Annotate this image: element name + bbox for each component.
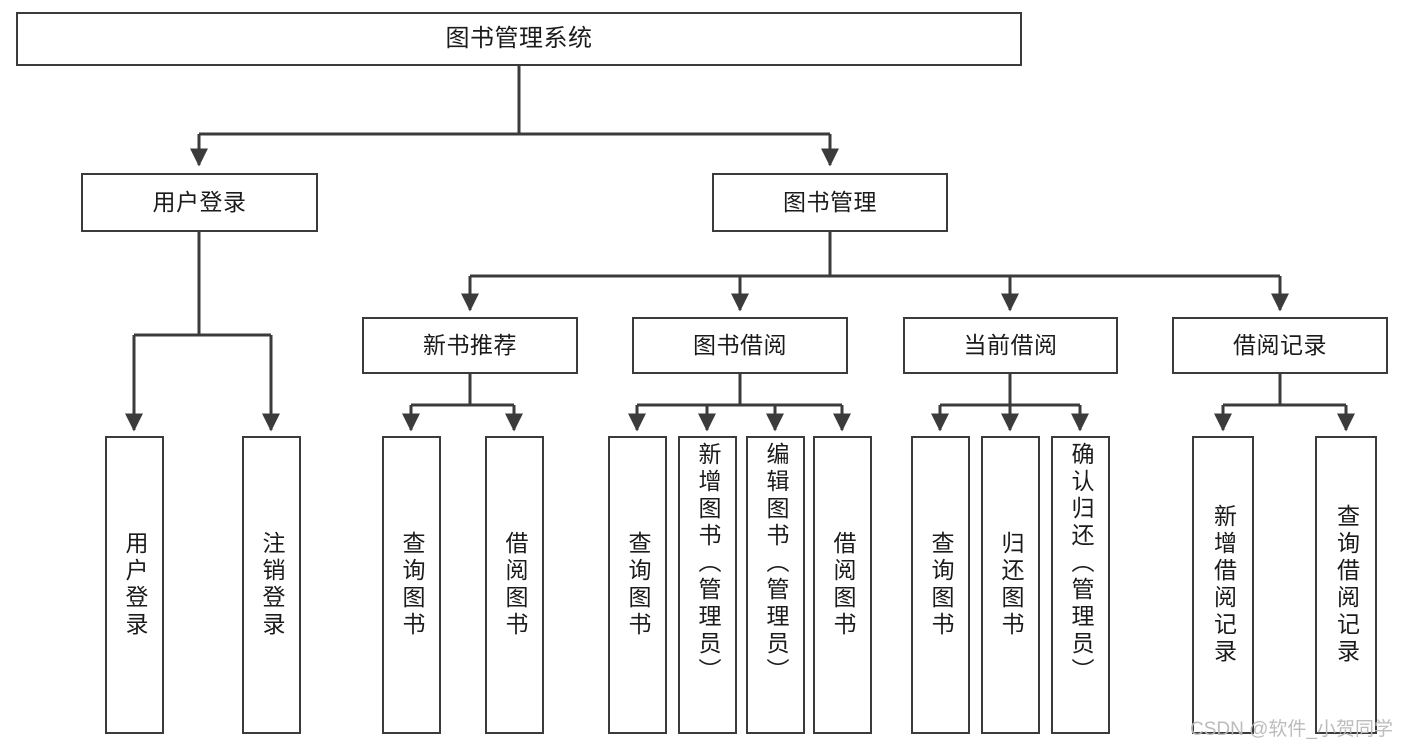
node-leaf-return-book-label: 归还图书 (998, 531, 1024, 639)
node-leaf-query-book-3[interactable]: 查询图书 (911, 436, 970, 734)
node-book-borrow[interactable]: 图书借阅 (632, 317, 848, 374)
node-leaf-borrow-book-1[interactable]: 借阅图书 (485, 436, 544, 734)
node-leaf-borrow-book-2[interactable]: 借阅图书 (813, 436, 872, 734)
node-new-book-recommend-label: 新书推荐 (423, 331, 517, 358)
node-root[interactable]: 图书管理系统 (16, 12, 1022, 66)
node-current-borrow-label: 当前借阅 (963, 331, 1058, 358)
node-book-management[interactable]: 图书管理 (712, 173, 948, 232)
node-leaf-query-book-1-label: 查询图书 (399, 531, 425, 639)
node-user-login-label: 用户登录 (152, 188, 247, 215)
node-book-management-label: 图书管理 (783, 188, 877, 215)
node-leaf-query-record-label: 查询借阅记录 (1333, 504, 1360, 666)
node-leaf-confirm-return-label: 确认归还（管理员） (1068, 442, 1094, 685)
node-leaf-logout-login[interactable]: 注销登录 (242, 436, 301, 734)
node-leaf-add-book-label: 新增图书（管理员） (695, 442, 721, 685)
node-leaf-borrow-book-1-label: 借阅图书 (502, 531, 528, 639)
node-leaf-query-book-1[interactable]: 查询图书 (382, 436, 441, 734)
node-leaf-edit-book[interactable]: 编辑图书（管理员） (746, 436, 805, 734)
watermark-label: CSDN @软件_小贺同学 (1190, 719, 1393, 740)
node-borrow-record[interactable]: 借阅记录 (1172, 317, 1388, 374)
node-leaf-edit-book-label: 编辑图书（管理员） (763, 442, 789, 685)
node-leaf-query-book-2[interactable]: 查询图书 (608, 436, 667, 734)
node-leaf-borrow-book-2-label: 借阅图书 (830, 531, 856, 639)
node-leaf-query-book-3-label: 查询图书 (928, 531, 954, 639)
node-new-book-recommend[interactable]: 新书推荐 (362, 317, 578, 374)
node-leaf-query-record[interactable]: 查询借阅记录 (1315, 436, 1377, 734)
node-root-label: 图书管理系统 (445, 24, 593, 52)
node-leaf-return-book[interactable]: 归还图书 (981, 436, 1040, 734)
node-leaf-user-login[interactable]: 用户登录 (105, 436, 164, 734)
node-user-login[interactable]: 用户登录 (81, 173, 318, 232)
node-leaf-confirm-return[interactable]: 确认归还（管理员） (1051, 436, 1110, 734)
node-leaf-user-login-label: 用户登录 (122, 531, 148, 639)
node-leaf-add-book[interactable]: 新增图书（管理员） (678, 436, 737, 734)
node-leaf-add-record-label: 新增借阅记录 (1210, 504, 1237, 666)
node-current-borrow[interactable]: 当前借阅 (903, 317, 1118, 374)
node-borrow-record-label: 借阅记录 (1233, 331, 1327, 358)
node-leaf-add-record[interactable]: 新增借阅记录 (1192, 436, 1254, 734)
node-leaf-query-book-2-label: 查询图书 (625, 531, 651, 639)
node-leaf-logout-login-label: 注销登录 (259, 531, 285, 639)
node-book-borrow-label: 图书借阅 (693, 331, 787, 358)
